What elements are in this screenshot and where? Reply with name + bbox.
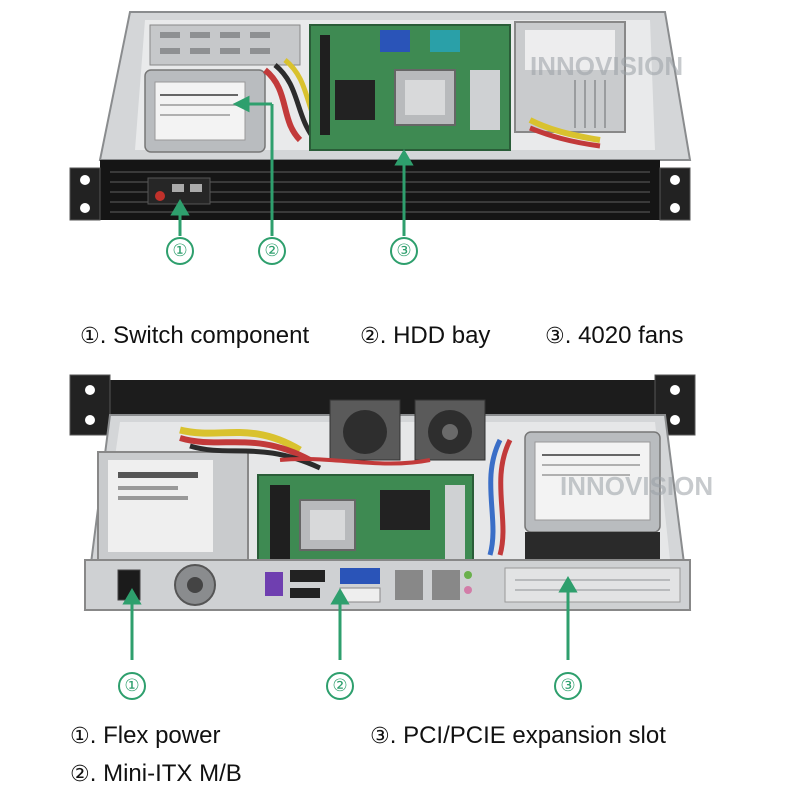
caption-hdd-bay: ②. HDD bay (360, 322, 490, 350)
caption-mini-itx-mb: ②. Mini-ITX M/B (70, 760, 242, 788)
caption-text: . HDD bay (379, 322, 491, 349)
caption-number: ① (80, 324, 100, 349)
hdd-right (524, 431, 661, 562)
watermark-bottom: INNOVISION (560, 471, 713, 501)
motherboard-top (309, 24, 511, 151)
caption-number: ③ (545, 324, 565, 349)
callout-2-bottom: ② (326, 672, 354, 700)
watermark-top: INNOVISION (530, 51, 683, 81)
flex-psu (97, 451, 249, 563)
caption-text: . PCI/PCIE expansion slot (389, 722, 666, 749)
caption-number: ③ (370, 724, 390, 749)
top-chassis-photo: INNOVISION (69, 11, 692, 236)
caption-number: ① (70, 724, 90, 749)
caption-text: . Flex power (89, 722, 221, 749)
hdd-drive (144, 69, 266, 153)
front-bezel (69, 160, 691, 221)
caption-text: . Switch component (99, 322, 310, 349)
caption-number: ② (70, 762, 90, 787)
callout-1-bottom: ① (118, 672, 146, 700)
callout-1-top: ① (166, 237, 194, 265)
caption-pci-pcie-slot: ③. PCI/PCIE expansion slot (370, 722, 666, 750)
caption-text: . 4020 fans (564, 322, 684, 349)
callout-3-top: ③ (390, 237, 418, 265)
rear-io-panel (84, 559, 691, 611)
caption-4020-fans: ③. 4020 fans (545, 322, 684, 350)
bottom-chassis-photo: INNOVISION (69, 374, 713, 660)
caption-flex-power: ①. Flex power (70, 722, 220, 750)
callout-3-bottom: ③ (554, 672, 582, 700)
fans (329, 399, 486, 461)
mini-itx-board (257, 474, 474, 571)
psu-top (514, 21, 626, 133)
callout-2-top: ② (258, 237, 286, 265)
caption-number: ② (360, 324, 380, 349)
caption-switch-component: ①. Switch component (80, 322, 309, 350)
caption-text: . Mini-ITX M/B (89, 760, 242, 787)
